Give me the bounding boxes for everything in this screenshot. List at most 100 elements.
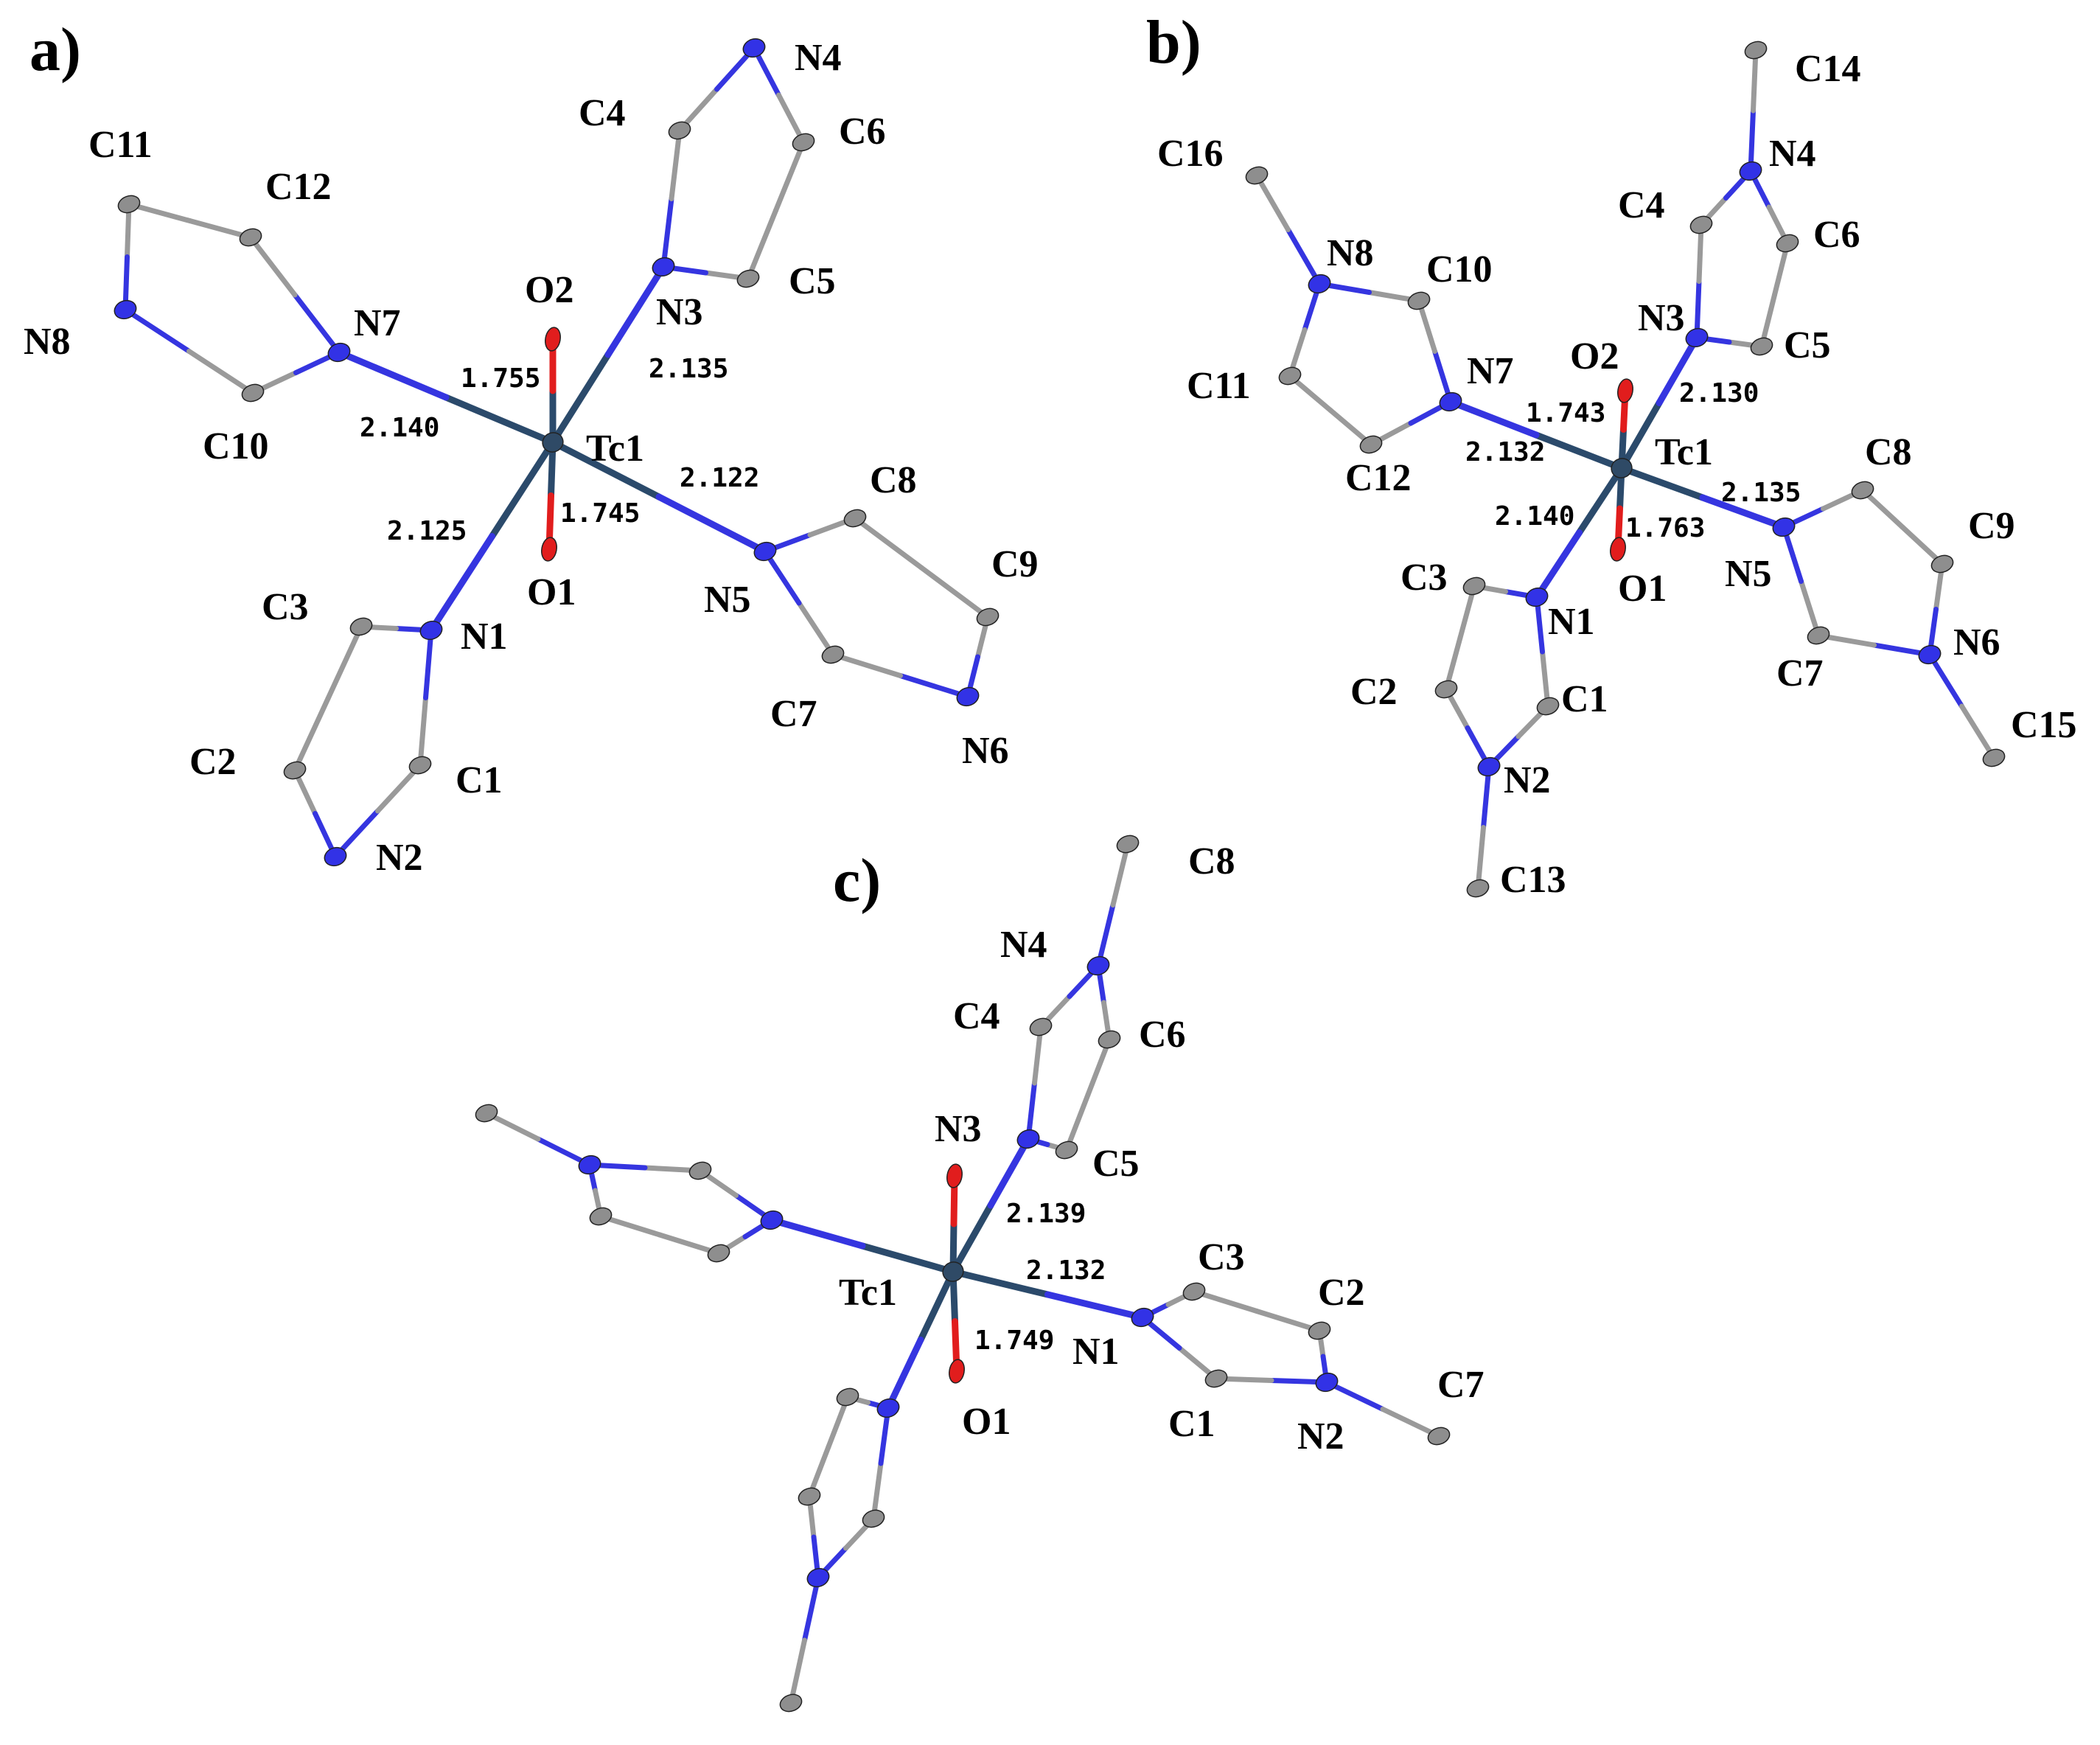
atom-c-C8 (1116, 835, 1140, 854)
atom-label-c-N1: N1 (1072, 1331, 1120, 1373)
atom-a-C7 (821, 645, 845, 664)
bond-a-N6-C7 (898, 673, 971, 700)
bond-b-N6-C15 (1927, 652, 1964, 709)
atom-a-N7 (327, 342, 351, 363)
bond-b-C10-N7 (1416, 298, 1437, 354)
bond-a-C2-C3 (292, 696, 331, 773)
atom-b-C8 (1851, 481, 1874, 500)
atom-b-C15 (1982, 748, 2006, 767)
atom-c-Ls_Cb (798, 1487, 821, 1506)
bond-c-Lw_Cc-Lw_Cb (657, 1232, 722, 1256)
distance-label-b-Tc1-O2: 1.743 (1526, 398, 1605, 428)
atom-label-b-C5: C5 (1784, 324, 1831, 366)
bond-c-N1-Tc1 (1044, 1291, 1146, 1321)
atom-label-b-C13: C13 (1500, 859, 1566, 901)
atom-label-b-C6: C6 (1813, 214, 1860, 256)
atom-c-C4 (1029, 1017, 1053, 1037)
atom-label-a-C4: C4 (579, 92, 626, 134)
bond-b-C16-N8 (1254, 173, 1291, 232)
bond-b-C13-N2 (1475, 825, 1486, 891)
distance-label-a-Tc1-N7: 2.140 (360, 413, 439, 443)
bond-b-N8-C16 (1286, 227, 1322, 287)
distance-label-b-Tc1-N7: 2.132 (1465, 437, 1545, 467)
bond-c-N3-Tc1 (987, 1135, 1032, 1209)
bond-a-C7-N5 (796, 600, 836, 658)
bond-a-Tc1-N5 (549, 439, 663, 501)
bond-b-N1-Tc1 (1533, 529, 1583, 601)
atom-label-a-C8: C8 (870, 459, 917, 501)
atom-a-O1 (541, 537, 557, 562)
atom-label-a-C10: C10 (203, 425, 269, 467)
bond-b-Tc1-N5 (1618, 464, 1706, 501)
atom-a-N6 (956, 686, 980, 707)
bond-a-C6-N4 (776, 92, 806, 145)
bond-b-N3-Tc1 (1656, 334, 1700, 406)
bond-a-N7-C12 (292, 292, 342, 355)
bond-a-C5-C6 (745, 208, 778, 282)
atom-label-c-C8: C8 (1188, 840, 1235, 882)
atom-label-c-C2: C2 (1318, 1272, 1365, 1314)
panel-label-b: b) (1146, 8, 1201, 77)
atom-label-b-C10: C10 (1426, 248, 1493, 290)
atom-b-Tc1 (1611, 458, 1633, 478)
atom-a-C8 (843, 509, 867, 528)
bond-b-N5-Tc1 (1699, 494, 1787, 531)
bond-a-C7-N6 (830, 652, 903, 678)
atom-b-N1 (1525, 587, 1549, 607)
atom-c-Lw_N2 (578, 1154, 601, 1175)
bond-c-Tc1-Lw_N (859, 1242, 957, 1275)
atom-label-c-C3: C3 (1198, 1236, 1245, 1278)
atom-label-b-O1: O1 (1618, 568, 1667, 610)
atom-label-a-C2: C2 (189, 741, 237, 783)
atom-c-Lw_Cb (589, 1207, 613, 1226)
atom-c-C5 (1055, 1140, 1078, 1160)
atom-label-b-C4: C4 (1618, 184, 1665, 226)
atom-label-a-O1: O1 (527, 571, 576, 613)
bond-c-C7-N2 (1380, 1407, 1442, 1439)
atom-label-c-C1: C1 (1168, 1403, 1215, 1445)
bond-c-N4-C8 (1095, 902, 1116, 969)
bond-b-C7-N5 (1799, 579, 1821, 638)
atom-c-C1 (1204, 1369, 1228, 1388)
bond-a-C12-N7 (248, 234, 298, 298)
distance-label-b-Tc1-N1: 2.140 (1495, 501, 1574, 532)
bond-a-Tc1-N3 (549, 351, 612, 446)
atom-c-Lw_Ca (688, 1161, 712, 1180)
bond-a-C4-N3 (669, 128, 683, 201)
bond-a-C3-C2 (325, 624, 364, 701)
atom-label-a-N7: N7 (354, 302, 401, 344)
bond-b-N7-Tc1 (1447, 398, 1540, 439)
atom-c-N2 (1315, 1372, 1339, 1393)
bond-a-C11-C12 (126, 201, 192, 223)
bond-a-C1-N1 (417, 695, 428, 768)
atom-c-Lw_N (760, 1210, 784, 1230)
atom-b-O1 (1610, 537, 1626, 562)
bond-c-C4-N3 (1032, 1024, 1044, 1086)
atom-label-b-Tc1: Tc1 (1655, 431, 1713, 473)
atom-label-c-Tc1: Tc1 (839, 1272, 897, 1314)
atom-c-Ls_Cc (862, 1509, 885, 1528)
atom-label-b-O2: O2 (1570, 335, 1619, 377)
bond-a-C10-N8 (186, 349, 256, 396)
atom-b-N7 (1439, 391, 1462, 412)
atom-b-C16 (1245, 166, 1269, 185)
atom-c-Ls_N (876, 1398, 900, 1418)
atom-label-b-C8: C8 (1865, 431, 1912, 473)
atom-c-N1 (1131, 1307, 1154, 1328)
bond-c-Ls_Cc-Ls_N (871, 1460, 884, 1522)
bond-b-N5-C7 (1781, 524, 1804, 584)
bond-c-Tc1-N3 (949, 1202, 994, 1275)
bond-a-N1-Tc1 (428, 533, 495, 634)
atom-label-b-N7: N7 (1467, 350, 1514, 392)
atom-b-C1 (1536, 697, 1560, 716)
atom-b-N8 (1308, 274, 1331, 294)
atom-label-c-N2: N2 (1297, 1415, 1344, 1457)
atom-label-b-C1: C1 (1561, 678, 1608, 720)
atom-label-b-C2: C2 (1350, 671, 1398, 713)
atom-c-Lw_Me (475, 1104, 498, 1123)
atom-a-N5 (753, 541, 777, 562)
bond-a-Tc1-N1 (489, 439, 557, 540)
bond-c-Tc1-N1 (949, 1268, 1051, 1298)
